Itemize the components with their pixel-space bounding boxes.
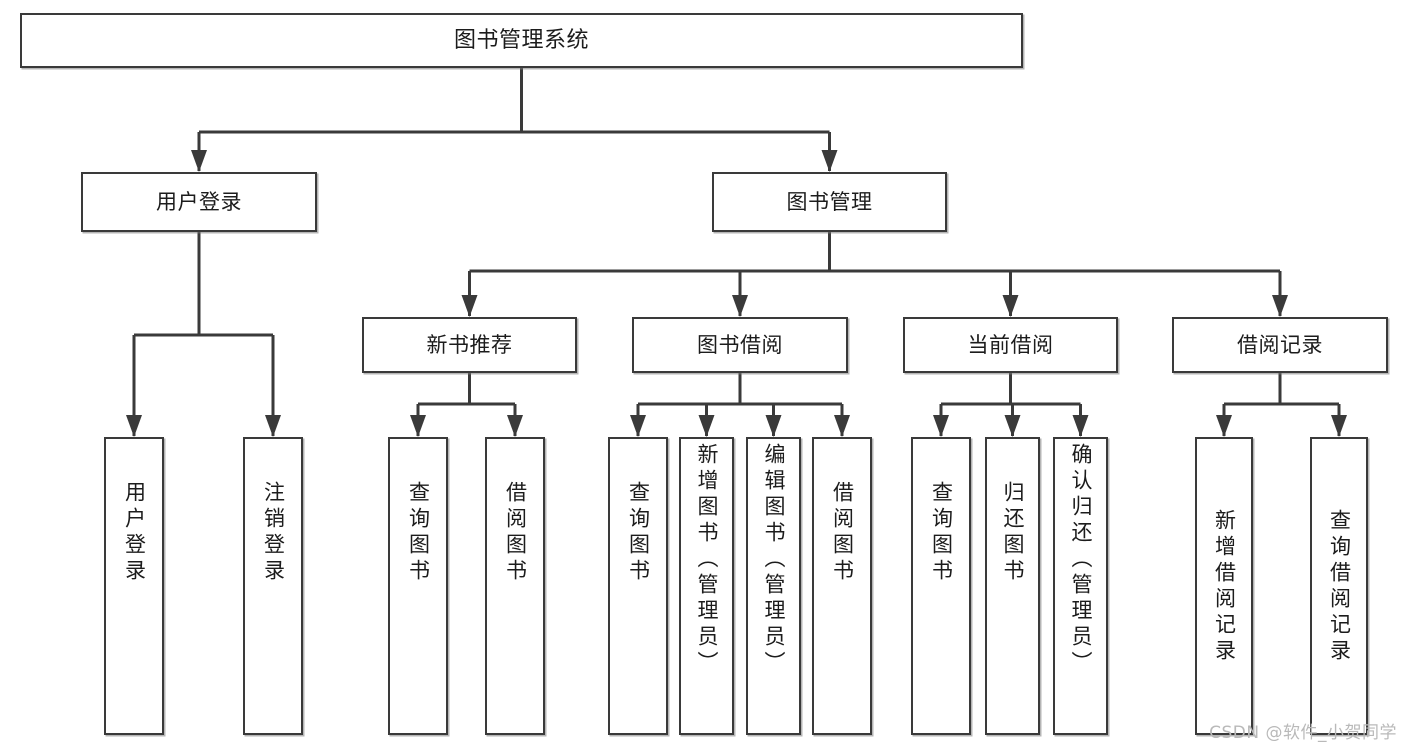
node-leaf-add-book[interactable]: 新增图书（管理员）	[679, 437, 734, 735]
node-label: 图书管理	[786, 189, 873, 214]
node-book-manage[interactable]: 图书管理	[712, 172, 947, 232]
node-label: 查询图书	[406, 481, 431, 585]
node-label: 新增图书（管理员）	[695, 443, 719, 677]
node-book-borrow[interactable]: 图书借阅	[632, 317, 848, 373]
node-leaf-borrow-2[interactable]: 借阅图书	[812, 437, 872, 735]
node-label: 新增借阅记录	[1212, 509, 1237, 665]
node-root[interactable]: 图书管理系统	[20, 13, 1023, 68]
node-label: 注销登录	[261, 481, 286, 585]
node-leaf-confirm[interactable]: 确认归还（管理员）	[1053, 437, 1108, 735]
node-leaf-logout[interactable]: 注销登录	[243, 437, 303, 735]
node-label: 当前借阅	[967, 332, 1054, 357]
node-user-login[interactable]: 用户登录	[81, 172, 317, 232]
node-label: 归还图书	[1001, 481, 1025, 585]
node-label: 图书管理系统	[453, 27, 589, 53]
node-leaf-query-3[interactable]: 查询图书	[911, 437, 971, 735]
node-new-book-rec[interactable]: 新书推荐	[362, 317, 577, 373]
node-leaf-query-2[interactable]: 查询图书	[608, 437, 668, 735]
node-label: 查询图书	[626, 481, 651, 585]
node-leaf-query-1[interactable]: 查询图书	[388, 437, 448, 735]
node-leaf-query-rec[interactable]: 查询借阅记录	[1310, 437, 1368, 735]
node-label: 借阅记录	[1237, 332, 1323, 357]
node-label: 借阅图书	[503, 481, 528, 585]
node-label: 编辑图书（管理员）	[762, 443, 786, 677]
node-label: 图书借阅	[697, 332, 783, 357]
node-leaf-return[interactable]: 归还图书	[985, 437, 1040, 735]
node-leaf-borrow-1[interactable]: 借阅图书	[485, 437, 545, 735]
node-label: 查询图书	[929, 481, 954, 585]
node-label: 确认归还（管理员）	[1069, 443, 1093, 677]
node-label: 用户登录	[156, 189, 242, 214]
node-label: 用户登录	[122, 481, 147, 585]
node-label: 查询借阅记录	[1327, 509, 1352, 665]
node-label: 借阅图书	[830, 481, 855, 585]
node-borrow-record[interactable]: 借阅记录	[1172, 317, 1388, 373]
node-current-borrow[interactable]: 当前借阅	[903, 317, 1118, 373]
watermark: CSDN @软件_小贺同学	[1209, 723, 1397, 743]
node-label: 新书推荐	[426, 332, 513, 357]
node-leaf-user-login[interactable]: 用户登录	[104, 437, 164, 735]
node-leaf-add-rec[interactable]: 新增借阅记录	[1195, 437, 1253, 735]
node-leaf-edit-book[interactable]: 编辑图书（管理员）	[746, 437, 801, 735]
